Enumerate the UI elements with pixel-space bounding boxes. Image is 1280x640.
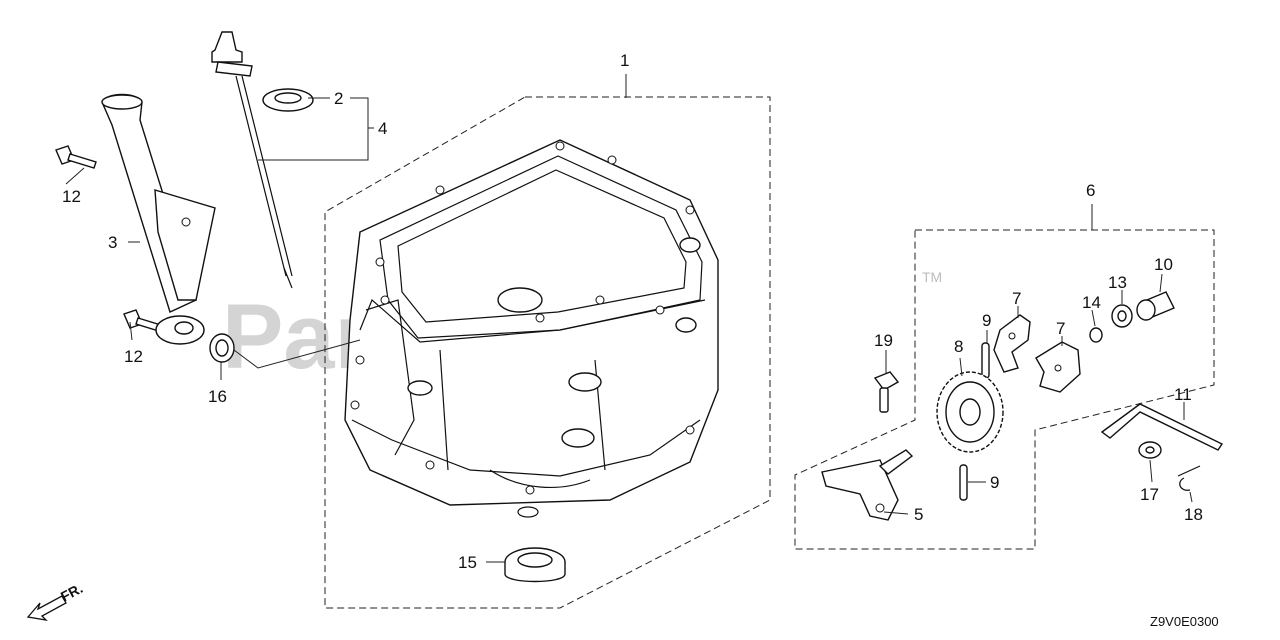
- callout-10[interactable]: 10: [1154, 255, 1173, 274]
- callout-9a[interactable]: 9: [982, 311, 991, 330]
- flange-bolt-19[interactable]: [873, 371, 900, 413]
- governor-shaft-plate-5[interactable]: [821, 449, 914, 521]
- callout-16[interactable]: 16: [208, 387, 227, 406]
- oil-seal-15[interactable]: [504, 547, 566, 583]
- watermark-trademark: TM: [922, 269, 942, 285]
- governor-gear-8[interactable]: [936, 371, 1004, 453]
- governor-weight-7a[interactable]: [993, 314, 1031, 373]
- crankcase-cover[interactable]: [344, 139, 719, 518]
- o-ring-16[interactable]: [209, 333, 235, 363]
- callout-7b[interactable]: 7: [1056, 319, 1065, 338]
- callout-2[interactable]: 2: [334, 89, 343, 108]
- governor-group-outline: [794, 229, 1215, 550]
- governor-holder-10[interactable]: [1136, 291, 1175, 321]
- o-ring-2[interactable]: [262, 88, 314, 112]
- case-group-outline: [324, 96, 771, 609]
- front-arrow-icon: [26, 595, 67, 621]
- pin-9a[interactable]: [981, 342, 990, 379]
- oil-filler-pipe[interactable]: [101, 93, 216, 313]
- callout-12b[interactable]: 12: [124, 347, 143, 366]
- callout-14[interactable]: 14: [1082, 293, 1101, 312]
- dipstick[interactable]: [211, 31, 293, 289]
- leader-lines: [65, 74, 1193, 563]
- callout-8[interactable]: 8: [954, 337, 963, 356]
- callouts: 1 2 3 4 5 6 7 7 8 9 9 10 11 12 12 13 14 …: [62, 51, 1203, 572]
- callout-3[interactable]: 3: [108, 233, 117, 252]
- callout-19[interactable]: 19: [874, 331, 893, 350]
- callout-18[interactable]: 18: [1184, 505, 1203, 524]
- washer-14[interactable]: [1089, 327, 1103, 343]
- callout-6[interactable]: 6: [1086, 181, 1095, 200]
- clip-18[interactable]: [1177, 465, 1201, 491]
- diagram-code: Z9V0E0300: [1150, 614, 1219, 629]
- callout-7a[interactable]: 7: [1012, 289, 1021, 308]
- callout-9b[interactable]: 9: [990, 473, 999, 492]
- washer-13[interactable]: [1111, 304, 1133, 328]
- callout-1[interactable]: 1: [620, 51, 629, 70]
- callout-4[interactable]: 4: [378, 119, 387, 138]
- governor-arm-11[interactable]: [1100, 403, 1224, 451]
- pipe-flange[interactable]: [155, 315, 205, 345]
- callout-13[interactable]: 13: [1108, 273, 1127, 292]
- callout-17[interactable]: 17: [1140, 485, 1159, 504]
- callout-5[interactable]: 5: [914, 505, 923, 524]
- pin-9b[interactable]: [959, 464, 968, 501]
- callout-12a[interactable]: 12: [62, 187, 81, 206]
- front-direction-indicator: FR.: [26, 580, 85, 621]
- callout-11[interactable]: 11: [1174, 385, 1192, 404]
- governor-weight-7b[interactable]: [1035, 341, 1081, 393]
- flange-bolt-12a[interactable]: [55, 145, 97, 169]
- callout-15[interactable]: 15: [458, 553, 477, 572]
- washer-17[interactable]: [1138, 441, 1162, 459]
